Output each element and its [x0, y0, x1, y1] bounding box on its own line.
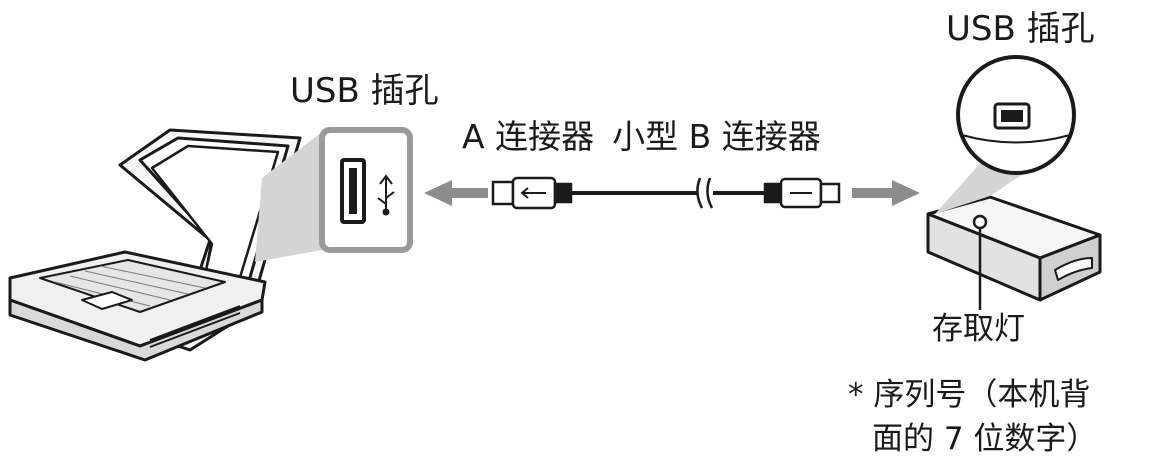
serial-note-line2: 面的 7 位数字）	[872, 421, 1098, 457]
usb-symbol-icon	[377, 174, 395, 216]
mini-b-plug-icon	[763, 177, 841, 209]
zoom-wedge-left	[255, 132, 322, 262]
card-reader-icon	[926, 195, 1102, 302]
arrow-right-icon	[852, 180, 920, 206]
device-usb-port-icon	[956, 55, 1076, 175]
usb-port-device-label: USB 插孔	[946, 9, 1095, 49]
connector-mini-b-label: 小型 B 连接器	[612, 117, 821, 156]
arrow-left-icon	[424, 180, 488, 206]
connector-labels: A 连接器小型 B 连接器	[462, 120, 821, 153]
access-lamp-label: 存取灯	[932, 311, 1025, 347]
serial-note-line1: * 序列号（本机背	[848, 377, 1091, 413]
cable-break	[696, 177, 714, 209]
usb-port-computer-label: USB 插孔	[290, 71, 439, 111]
usb-port-icon	[319, 127, 413, 253]
usb-a-plug-icon	[491, 176, 573, 210]
laptop-icon	[8, 128, 302, 362]
connector-a-label: A 连接器	[462, 117, 595, 156]
